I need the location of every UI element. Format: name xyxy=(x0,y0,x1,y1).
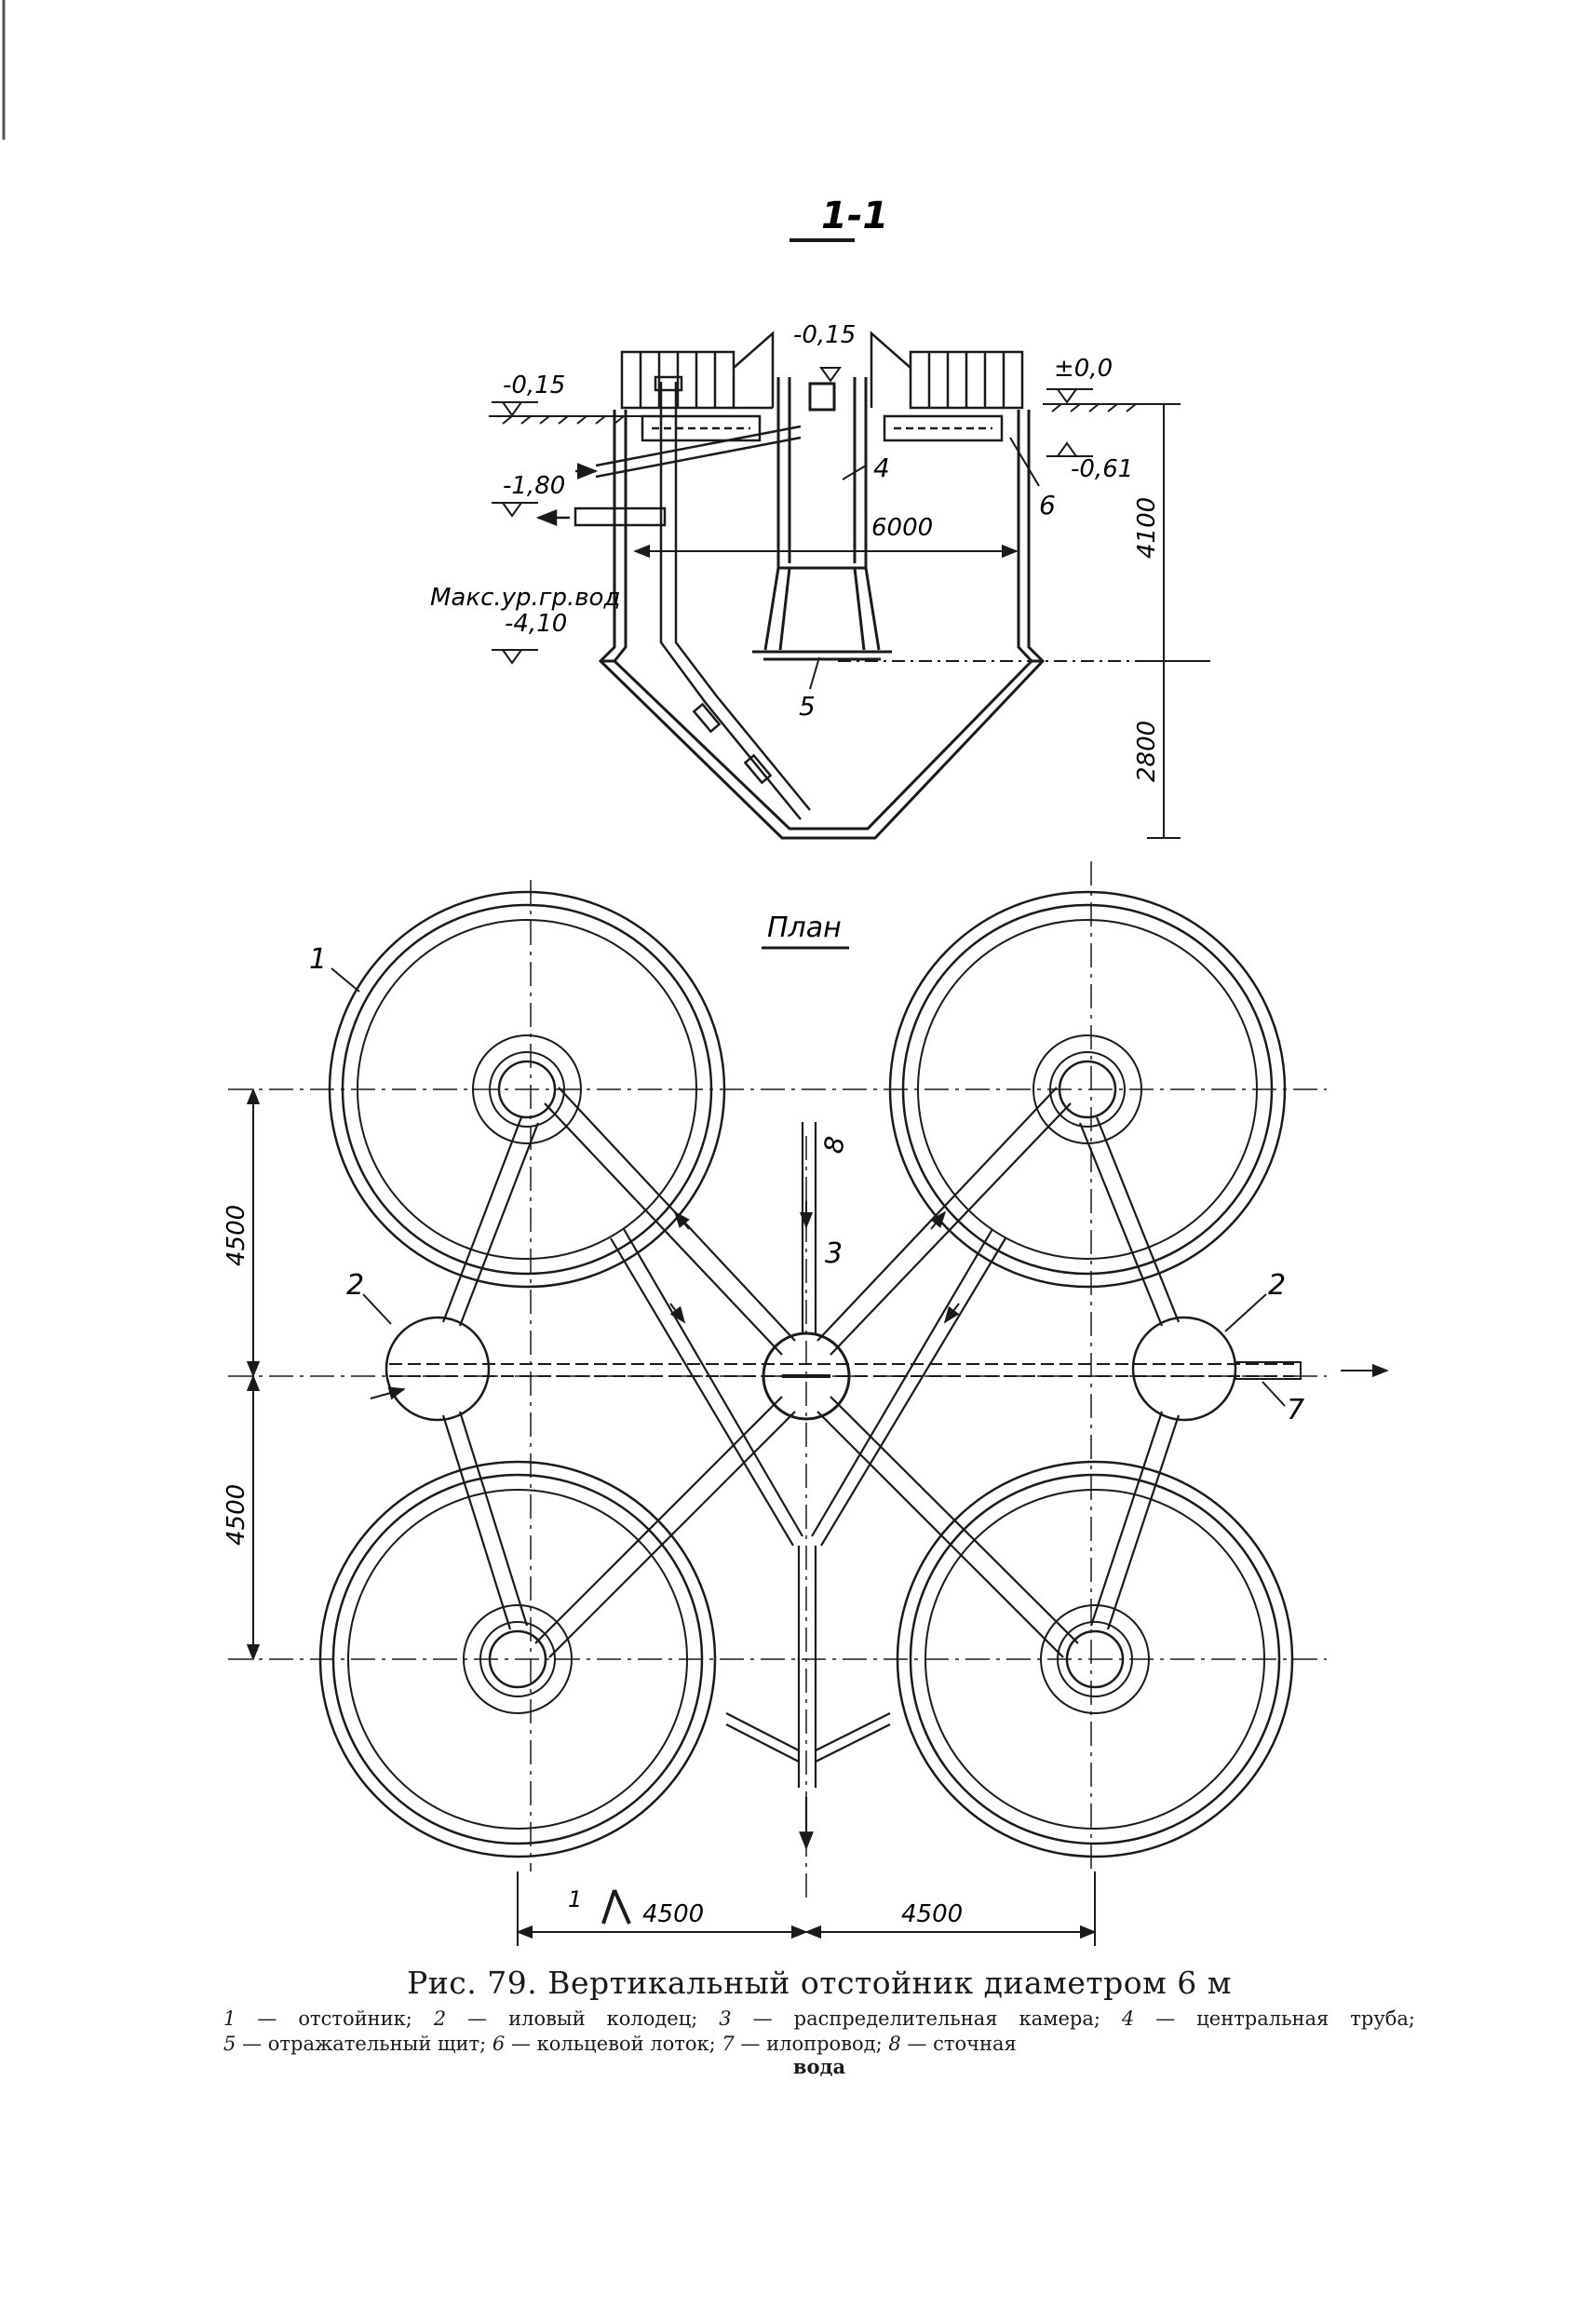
legend-item: 1 — отстойник; xyxy=(223,2007,412,2030)
section-mark-label: 1 xyxy=(568,1886,582,1912)
dim-diameter: 6000 xyxy=(871,514,933,542)
plan-callout-7: 7 xyxy=(1287,1394,1304,1426)
sludge-main xyxy=(389,1361,1389,1380)
vertical-dimensions xyxy=(838,403,1210,839)
groundwater-elev: -4,10 xyxy=(505,610,567,638)
plan-callout-lines xyxy=(331,967,1286,1407)
sludge-well-right xyxy=(1131,1316,1237,1422)
elev-right: ±0,0 xyxy=(1054,355,1113,383)
tank-2 xyxy=(888,890,1287,1289)
legend-item: 7 — илопровод; xyxy=(722,2033,883,2055)
plan-callout-2-left: 2 xyxy=(346,1269,364,1302)
railings xyxy=(620,331,1024,410)
reflector-shield xyxy=(752,650,892,661)
figure-caption: Рис. 79. Вертикальный отстойник диаметро… xyxy=(223,1965,1415,2078)
plan-callout-2-right: 2 xyxy=(1268,1269,1286,1302)
section-cut-mark xyxy=(601,1889,631,1925)
plan-title: План xyxy=(767,912,842,944)
callout-5: 5 xyxy=(799,691,816,722)
elev-center: -0,15 xyxy=(793,321,856,349)
section-title: 1-1 xyxy=(821,195,888,237)
inlet-pipe xyxy=(575,425,802,480)
caption-legend: 1 — отстойник; 2 — иловый колодец; 3 — р… xyxy=(223,2006,1415,2057)
legend-item: 6 — кольцевой лоток; xyxy=(492,2033,716,2055)
legend-item: 2 — иловый колодец; xyxy=(433,2007,698,2030)
sludge-pipes xyxy=(441,1116,1181,1630)
center-lines xyxy=(228,861,1327,1899)
legend-item: 4 — центральная xyxy=(1121,2007,1329,2030)
elev-tray: -0,61 xyxy=(1071,455,1133,483)
plan-callout-8: 8 xyxy=(817,1134,851,1155)
plan-dim-right: 4500 xyxy=(901,1900,963,1928)
annular-tray xyxy=(641,414,1004,442)
dim-cone: 2800 xyxy=(1133,721,1161,782)
central-pipe xyxy=(763,377,881,651)
plan-view: План xyxy=(223,861,1389,1946)
diameter-dimension: 6000 xyxy=(633,514,1019,559)
dim-upper: 4100 xyxy=(1133,497,1161,559)
legend-item: 3 — распределительная камера; xyxy=(719,2007,1100,2030)
flow-arrows xyxy=(370,1201,960,1400)
tank-walls xyxy=(598,410,1046,840)
legend-item: труба; xyxy=(1350,2007,1415,2030)
plan-dim-bottom: 4500 xyxy=(223,1484,250,1546)
elev-pipe: -1,80 xyxy=(503,472,565,500)
tank-1 xyxy=(328,890,726,1289)
caption-tail: вода xyxy=(792,2055,846,2078)
plan-callout-3: 3 xyxy=(825,1237,843,1270)
tank-4 xyxy=(896,1460,1294,1858)
ground-line xyxy=(489,403,1159,425)
plan-dim-left: 4500 xyxy=(642,1900,704,1928)
plan-dimensions xyxy=(246,1088,1097,1946)
section-view: 1-1 xyxy=(430,195,1210,840)
groundwater-label: Макс.ур.гр.вод xyxy=(430,584,620,612)
section-callouts xyxy=(809,437,1040,690)
sludge-pipe xyxy=(654,375,811,820)
legend-item: 5 — отражательный щит; xyxy=(223,2033,487,2055)
legend-item: 8 — сточная xyxy=(888,2033,1017,2055)
callout-4: 4 xyxy=(873,453,890,483)
outlet-pipe xyxy=(535,507,667,527)
elev-left: -0,15 xyxy=(503,372,565,399)
tank-3 xyxy=(318,1460,717,1858)
elevation-markers xyxy=(492,367,1093,665)
caption-title: Рис. 79. Вертикальный отстойник диаметро… xyxy=(407,1965,1232,2001)
plan-dim-top: 4500 xyxy=(223,1205,250,1266)
callout-6: 6 xyxy=(1039,490,1056,520)
sludge-well-left xyxy=(385,1316,491,1422)
plan-callout-1: 1 xyxy=(309,943,327,976)
